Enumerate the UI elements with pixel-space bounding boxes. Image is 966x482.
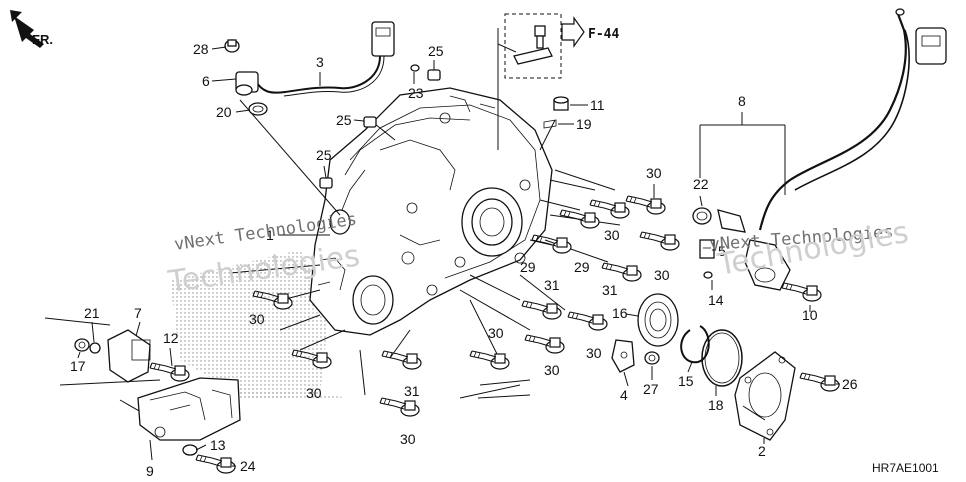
callout-17: 17 (70, 358, 86, 374)
callout-leaders (77, 46, 840, 467)
callout-23: 23 (408, 85, 424, 101)
callout-9: 9 (146, 463, 154, 479)
callout-30-e: 30 (488, 325, 504, 341)
callout-28: 28 (193, 41, 209, 57)
callout-30-a: 30 (646, 165, 662, 181)
callout-18: 18 (708, 397, 724, 413)
crankcase-cover (309, 87, 553, 336)
callout-3: 3 (316, 54, 324, 70)
callout-21: 21 (84, 305, 100, 321)
callout-25-top: 25 (428, 43, 444, 59)
callout-25-mid: 25 (336, 112, 352, 128)
bracket-group (611, 339, 660, 373)
callout-27: 27 (643, 381, 659, 397)
callout-25-left: 25 (316, 147, 332, 163)
callout-24: 24 (240, 458, 256, 474)
callout-30-d: 30 (249, 311, 265, 327)
speed-sensor-harness (224, 21, 395, 116)
callout-12: 12 (163, 330, 179, 346)
callout-30-i: 30 (400, 431, 416, 447)
callout-2: 2 (758, 443, 766, 459)
callout-29-a: 29 (520, 259, 536, 275)
callout-5: 5 (718, 243, 726, 259)
front-direction-label: FR. (32, 32, 53, 47)
lower-left-cover-group (74, 329, 241, 456)
callout-30-c: 30 (654, 267, 670, 283)
bearing-seal-group (637, 293, 796, 441)
callout-13: 13 (210, 437, 226, 453)
watermark-text-4: Technologies (714, 215, 911, 283)
callout-15: 15 (678, 373, 694, 389)
front-direction-arrow: FR. (10, 10, 53, 48)
callout-26: 26 (842, 376, 858, 392)
callout-10: 10 (802, 307, 818, 323)
callout-4: 4 (620, 387, 628, 403)
reference-label: F-44 (588, 27, 619, 42)
reference-box: F-44 (497, 13, 619, 79)
callout-31-b: 31 (602, 282, 618, 298)
callout-30-b: 30 (604, 227, 620, 243)
callout-31-a: 31 (544, 277, 560, 293)
callout-14: 14 (708, 292, 724, 308)
callout-16: 16 (612, 305, 628, 321)
callout-30-h: 30 (306, 385, 322, 401)
callout-22: 22 (693, 176, 709, 192)
callout-31-c: 31 (404, 383, 420, 399)
callout-30-f: 30 (586, 345, 602, 361)
callout-labels: 28 6 3 20 25 23 25 25 11 19 8 22 5 14 10… (70, 41, 858, 479)
diagram-code: HR7AE1001 (872, 461, 939, 475)
callout-20: 20 (216, 104, 232, 120)
callout-19: 19 (576, 116, 592, 132)
callout-1: 1 (266, 227, 274, 243)
callout-29-b: 29 (574, 259, 590, 275)
callout-8: 8 (738, 93, 746, 109)
callout-11: 11 (590, 97, 605, 113)
gear-position-harness (692, 8, 947, 291)
callout-7: 7 (134, 305, 142, 321)
callout-30-g: 30 (544, 362, 560, 378)
dowel-pins (319, 64, 569, 189)
callout-6: 6 (202, 73, 210, 89)
leader-lines (44, 28, 621, 421)
